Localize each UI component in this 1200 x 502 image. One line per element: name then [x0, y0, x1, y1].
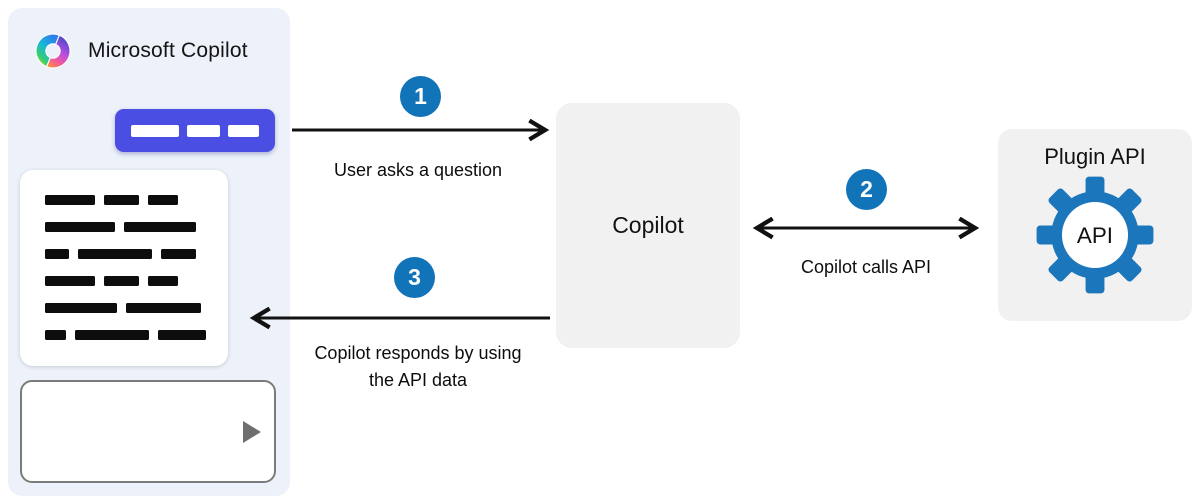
copilot-logo-icon [35, 33, 71, 69]
step-3-label-line-2: the API data [368, 370, 468, 390]
step-2-badge: 2 [846, 169, 887, 210]
user-prompt-bar [115, 109, 275, 152]
plugin-api-node: Plugin API API [998, 129, 1192, 321]
step-1-label: User asks a question [333, 160, 503, 180]
api-gear-icon: API [1036, 176, 1154, 294]
document-text-line [45, 303, 228, 313]
document-text-line [45, 249, 228, 259]
step-3-label: Copilot responds by using the API data [258, 340, 578, 394]
document-text-line [45, 222, 228, 232]
step-2-label: Copilot calls API [800, 257, 932, 277]
copilot-app-panel: Microsoft Copilot [8, 8, 290, 496]
copilot-node-label: Copilot [612, 212, 684, 238]
app-title: Microsoft Copilot [88, 39, 248, 62]
copilot-node: Copilot [556, 103, 740, 348]
response-document-card [20, 170, 228, 366]
send-triangle-icon [243, 420, 261, 443]
gear-api-label: API [1077, 223, 1113, 248]
panel-header: Microsoft Copilot [34, 32, 248, 70]
document-text-line [45, 195, 228, 205]
plugin-api-title: Plugin API [1044, 144, 1146, 169]
step-3-badge: 3 [394, 257, 435, 298]
chat-input-box [20, 380, 276, 483]
document-text-line [45, 330, 228, 340]
step-1-badge: 1 [400, 76, 441, 117]
step-3-label-line-1: Copilot responds by using [314, 343, 522, 363]
document-text-line [45, 276, 228, 286]
